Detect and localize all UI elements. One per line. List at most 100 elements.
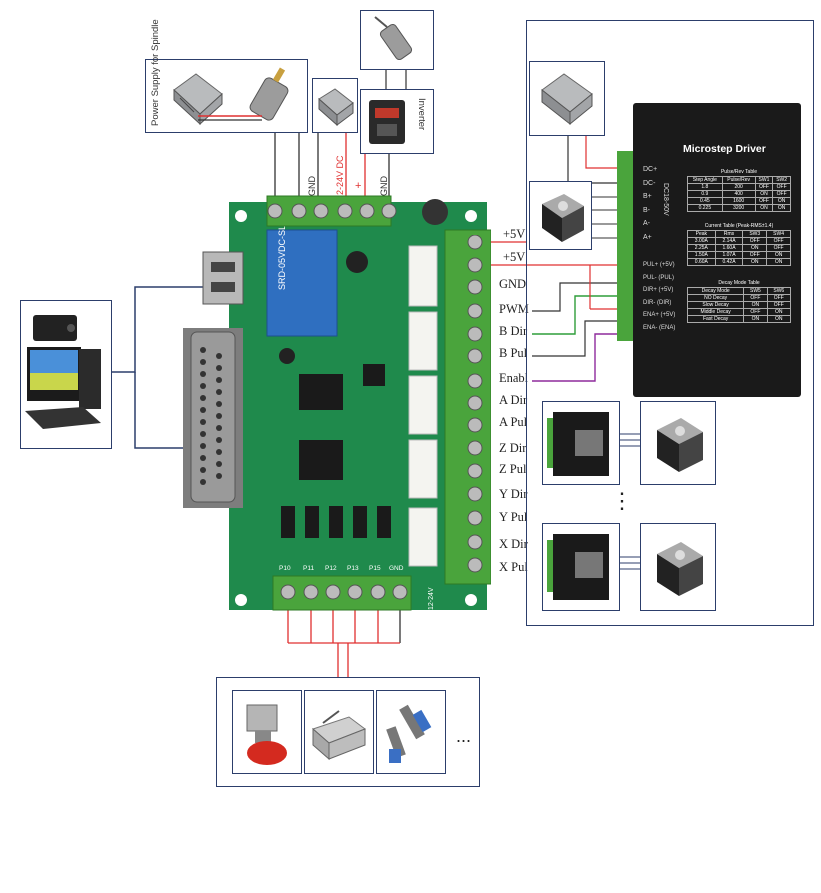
pulse_table-cell: 0.9 xyxy=(687,190,723,198)
current_table-cell: 0.60A xyxy=(687,258,716,266)
driver-term-dc-minus: DC- xyxy=(643,179,656,187)
pulse_table-cell: ON xyxy=(772,204,791,212)
decay_table-cell: OFF xyxy=(743,294,768,302)
current_table-cell: 1.60A xyxy=(714,244,744,252)
limit-switch-icon xyxy=(312,710,367,761)
current_table-header-cell: SW4 xyxy=(766,230,791,238)
pin-label-x-pul: X Pul xyxy=(499,560,528,574)
pin-label-enable: Enabl xyxy=(499,371,529,385)
inverter-box: Inverter xyxy=(360,89,434,154)
decay_table-cell: OFF xyxy=(766,294,792,302)
spindle-power-group: Power Supply for Spindle xyxy=(145,19,308,133)
bottom-terminal-block xyxy=(272,575,412,611)
driver-term-b-plus: B+ xyxy=(643,193,652,201)
pin-label-gnd: GND xyxy=(499,277,527,291)
driver-term-dir-plus: DIR+ (+5V) xyxy=(643,287,674,294)
small-driver-box-1 xyxy=(542,401,620,485)
emergency-stop-icon xyxy=(246,704,287,765)
current_table-cell: ON xyxy=(742,258,768,266)
pulse_table-header-cell: SW2 xyxy=(772,176,791,184)
sensor-frame xyxy=(216,677,480,787)
dc-supply-box xyxy=(312,78,358,133)
pulse_table-header-cell: Pulse/Rev xyxy=(721,176,756,184)
current_table-header-cell: Peak xyxy=(687,230,716,238)
decay_table-cell: ON xyxy=(766,315,792,323)
inverter-device-icon xyxy=(369,100,405,144)
driver-frame xyxy=(526,20,814,626)
pin-label-z-dir: Z Dir xyxy=(499,441,527,455)
current_table-cell: 1.07A xyxy=(714,251,744,259)
driver-term-a-plus: A+ xyxy=(643,233,652,241)
board-label-12-24v: 12-24V xyxy=(428,587,435,610)
decay_table-cell: ON xyxy=(743,301,768,309)
decay_table-header-cell: SW6 xyxy=(766,287,792,295)
inverter-motor-box xyxy=(360,10,434,70)
driver-power-supply-icon xyxy=(541,73,593,126)
driver-psu-box xyxy=(529,61,605,136)
pin-label-5v-2: +5V xyxy=(503,250,526,264)
proximity-sensor-box xyxy=(376,690,446,774)
relay-text: SRD-05VDC-SL-C xyxy=(277,215,287,290)
current_table-header-cell: Rms xyxy=(714,230,744,238)
usb-port xyxy=(202,251,244,305)
current_table-cell: 1.50A xyxy=(687,251,716,259)
small-driver-icon-1 xyxy=(547,412,609,476)
stepper-motor-icon xyxy=(542,194,584,242)
computer-icon xyxy=(25,315,101,429)
current_table-cell: ON xyxy=(766,251,791,259)
pulse_table-cell: 0.45 xyxy=(687,197,723,205)
board-label-p10: P10 xyxy=(279,565,291,572)
pin-label-x-dir: X Dir xyxy=(499,537,528,551)
stepper-motor-box-main xyxy=(529,181,592,250)
pin-label-pwm: PWM xyxy=(499,302,529,316)
decay_table-cell: Middle Decay xyxy=(686,308,745,316)
wire-pwm xyxy=(532,282,640,312)
driver-voltage-text: DC18-50V xyxy=(662,183,669,216)
pulse_table-header-cell: SW1 xyxy=(754,176,774,184)
pulse-table-title: Pulse/Rev Table xyxy=(720,169,758,175)
small-motor-box-1 xyxy=(640,401,716,485)
spindle-power-label: Power Supply for Spindle xyxy=(150,19,161,126)
decay-table-title: Decay Mode Table xyxy=(718,280,760,286)
microstep-driver: Microstep Driver DC+ DC- B+ B- A- A+ DC1… xyxy=(617,103,801,397)
proximity-sensor-icon xyxy=(386,704,432,763)
pulse_table-cell: 3200 xyxy=(721,204,756,212)
driver-title: Microstep Driver xyxy=(683,143,766,155)
decay_table-cell: ON xyxy=(743,315,768,323)
decay_table-cell: NO Decay xyxy=(686,294,745,302)
driver-term-ena-minus: ENA- (ENA) xyxy=(643,324,676,331)
current_table-cell: 2.14A xyxy=(714,237,744,245)
current_table-cell: OFF xyxy=(742,237,768,245)
pulse_table-header-cell: Step Angle xyxy=(687,176,723,184)
driver-term-a-minus: A- xyxy=(643,220,650,228)
current_table-header-cell: SW3 xyxy=(742,230,768,238)
board-label-p13: P13 xyxy=(347,565,359,572)
pulse_table-cell: 200 xyxy=(721,183,756,191)
driver-term-ena-plus: ENA+ (+5V) xyxy=(643,312,676,319)
decay_table-cell: OFF xyxy=(743,308,768,316)
pulse_table-cell: ON xyxy=(772,197,791,205)
small-motor-box-2 xyxy=(640,523,716,611)
pin-label-y-dir: Y Dir xyxy=(499,487,528,501)
dc-power-supply-icon xyxy=(318,88,354,127)
pulse_table-cell: OFF xyxy=(754,183,774,191)
current_table-cell: 2.25A xyxy=(687,244,716,252)
breakout-board: SRD-05VDC-SL-C P10 P11 P12 P13 P15 GND 1… xyxy=(183,195,491,611)
current_table-cell: OFF xyxy=(766,237,791,245)
decay_table-header-cell: SW5 xyxy=(743,287,768,295)
decay_table-cell: OFF xyxy=(766,301,792,309)
pulse_table-cell: 400 xyxy=(721,190,756,198)
pin-label-b-dir: B Dir xyxy=(499,324,528,338)
decay_table-header-cell: Decay Mode xyxy=(686,287,745,295)
wire-bpul xyxy=(532,320,640,357)
pulse_table-cell: ON xyxy=(754,204,774,212)
relay xyxy=(266,229,338,337)
computer-box xyxy=(20,300,112,449)
current_table-cell: OFF xyxy=(766,244,791,252)
pulse_table-cell: OFF xyxy=(754,197,774,205)
wire-bdir xyxy=(532,295,640,335)
horizontal-ellipsis: ... xyxy=(456,726,472,746)
inverter-motor-icon xyxy=(374,16,413,61)
